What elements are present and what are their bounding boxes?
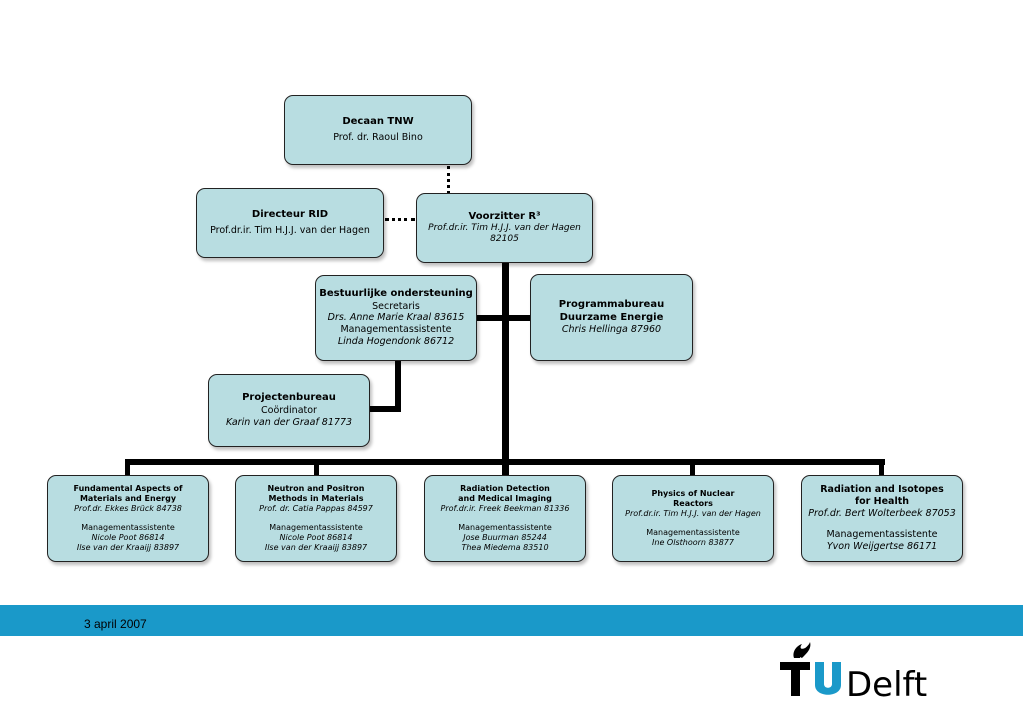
director-chair-dotted-connector xyxy=(385,218,415,221)
department-assistant: Thea Miedema 83510 xyxy=(461,543,549,552)
department-box-1: Fundamental Aspects of Materials and Ene… xyxy=(47,475,209,562)
department-head: Prof.dr. Bert Wolterbeek 87053 xyxy=(808,508,956,520)
department-assistant: Ilse van der Kraaijj 83897 xyxy=(76,543,180,552)
logo-delft-text: Delft xyxy=(846,665,927,702)
program-office-person: Chris Hellinga 87960 xyxy=(561,324,662,336)
department-assistant: Ine Olsthoorn 83877 xyxy=(652,538,734,547)
director-title: Directeur RID xyxy=(251,208,329,220)
department-assistant: Nicole Poot 86814 xyxy=(279,533,353,542)
department-head: Prof. dr. Catia Pappas 84597 xyxy=(259,504,373,513)
department-assistant-role: Managementassistente xyxy=(81,523,175,532)
department-assistant-role: Managementassistente xyxy=(826,528,938,540)
department-box-3: Radiation Detection and Medical Imaging … xyxy=(424,475,586,562)
department-head: Prof.dr.ir. Freek Beekman 81336 xyxy=(440,504,570,513)
dean-title: Decaan TNW xyxy=(342,115,414,127)
admin-support-box: Bestuurlijke ondersteuning Secretaris Dr… xyxy=(315,275,477,361)
dean-chair-dotted-connector xyxy=(447,166,450,194)
department-box-2: Neutron and Positron Methods in Material… xyxy=(235,475,397,562)
department-box-5: Radiation and Isotopes for Health Prof.d… xyxy=(801,475,963,562)
department-title-line2: and Medical Imaging xyxy=(458,494,552,503)
main-vertical-connector xyxy=(502,262,509,463)
admin-support-person2: Linda Hogendonk 86712 xyxy=(337,336,455,348)
tu-delft-logo: Delft xyxy=(780,640,945,706)
dept-drop-4 xyxy=(690,459,695,476)
department-assistant: Jose Buurman 85244 xyxy=(463,533,547,542)
department-head: Prof.dr.ir. Tim H.J.J. van der Hagen xyxy=(625,509,761,518)
project-office-title: Projectenbureau xyxy=(242,392,336,404)
chair-title: Voorzitter R³ xyxy=(468,210,541,222)
department-title-line2: Materials and Energy xyxy=(79,494,177,503)
department-title-line2: Reactors xyxy=(673,499,713,508)
dept-drop-2 xyxy=(314,459,319,476)
department-head: Prof.dr. Ekkes Brück 84738 xyxy=(74,504,182,513)
department-title-line1: Radiation and Isotopes xyxy=(820,484,944,496)
project-office-horizontal-connector xyxy=(369,406,401,412)
dept-drop-5 xyxy=(879,459,884,476)
department-assistant: Ilse van der Kraaijj 83897 xyxy=(264,543,368,552)
project-office-role: Coördinator xyxy=(261,404,317,416)
dean-name: Prof. dr. Raoul Bino xyxy=(333,132,423,144)
dept-drop-3 xyxy=(502,459,509,476)
footer-band xyxy=(0,605,1023,636)
program-office-box: Programmabureau Duurzame Energie Chris H… xyxy=(530,274,693,361)
logo-u-shape xyxy=(815,662,841,695)
department-title-line1: Neutron and Positron xyxy=(267,484,365,493)
department-assistant-role: Managementassistente xyxy=(269,523,363,532)
program-office-title-line1: Programmabureau xyxy=(558,299,665,311)
chair-box: Voorzitter R³ Prof.dr.ir. Tim H.J.J. van… xyxy=(416,193,593,263)
chair-name: Prof.dr.ir. Tim H.J.J. van der Hagen xyxy=(428,223,581,233)
director-box: Directeur RID Prof.dr.ir. Tim H.J.J. van… xyxy=(196,188,384,258)
department-assistant: Nicole Poot 86814 xyxy=(91,533,165,542)
chair-phone: 82105 xyxy=(490,234,519,245)
admin-support-title: Bestuurlijke ondersteuning xyxy=(319,288,473,299)
department-title-line2: Methods in Materials xyxy=(268,494,364,503)
department-title-line1: Fundamental Aspects of xyxy=(73,484,183,493)
department-title-line1: Radiation Detection xyxy=(460,484,550,493)
department-assistant: Yvon Weijgertse 86171 xyxy=(826,540,938,552)
admin-support-role2: Managementassistente xyxy=(340,324,452,336)
project-office-box: Projectenbureau Coördinator Karin van de… xyxy=(208,374,370,447)
dean-box: Decaan TNW Prof. dr. Raoul Bino xyxy=(284,95,472,165)
flame-icon xyxy=(793,642,811,658)
admin-support-person1: Drs. Anne Marie Kraal 83615 xyxy=(327,312,465,324)
project-office-vertical-connector xyxy=(395,358,401,412)
director-name: Prof.dr.ir. Tim H.J.J. van der Hagen xyxy=(210,225,370,237)
department-assistant-role: Managementassistente xyxy=(646,528,740,537)
department-box-4: Physics of Nuclear Reactors Prof.dr.ir. … xyxy=(612,475,774,562)
admin-support-role1: Secretaris xyxy=(372,300,420,312)
footer-date: 3 april 2007 xyxy=(84,617,147,631)
dept-drop-1 xyxy=(125,459,130,476)
staff-horizontal-connector xyxy=(477,315,531,321)
department-assistant-role: Managementassistente xyxy=(458,523,552,532)
program-office-title-line2: Duurzame Energie xyxy=(559,311,664,323)
project-office-person: Karin van der Graaf 81773 xyxy=(225,416,353,428)
tu-delft-logo-graphic: Delft xyxy=(780,642,927,705)
department-title-line1: Physics of Nuclear xyxy=(651,489,735,498)
department-title-line2: for Health xyxy=(854,496,910,508)
